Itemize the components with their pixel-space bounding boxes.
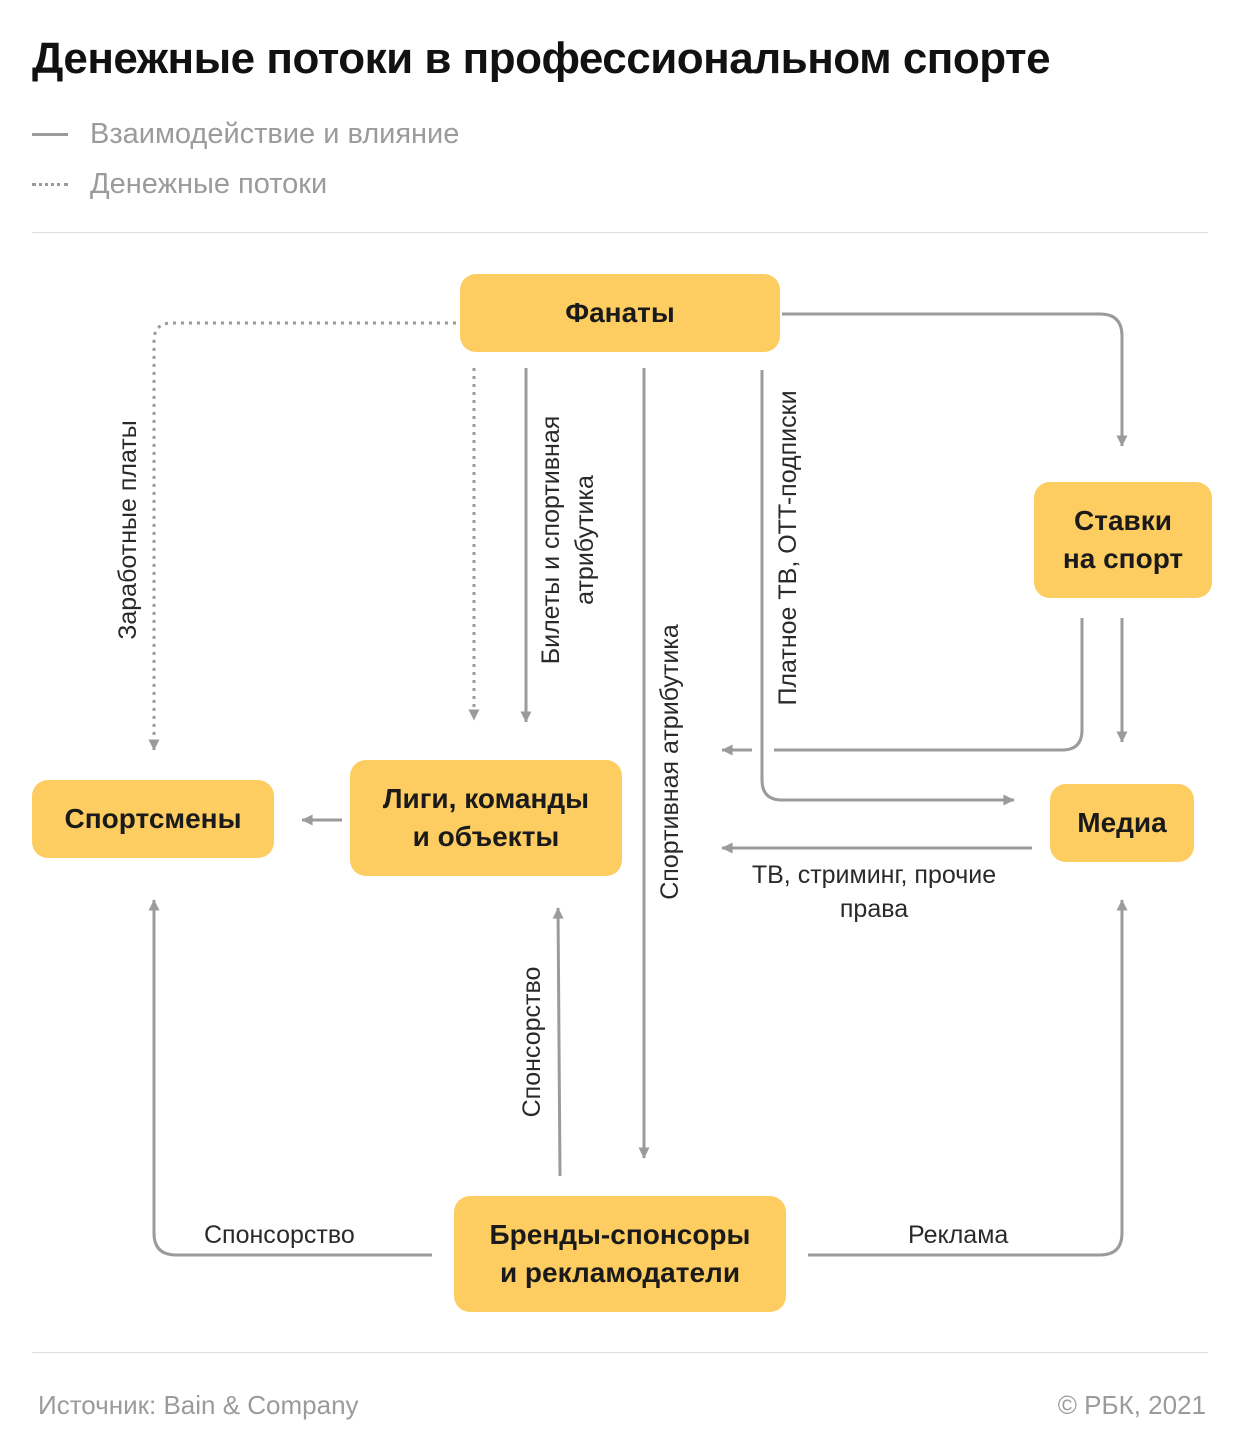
arrow-fans-media-paytv: [760, 370, 1015, 806]
node-betting: Ставки на спорт: [1034, 482, 1212, 598]
arrow-brands-leagues-sponsorship: [552, 907, 564, 1177]
legend-dotted: Денежные потоки: [32, 164, 327, 204]
node-fans: Фанаты: [460, 274, 780, 352]
legend-solid: Взаимодействие и влияние: [32, 114, 459, 154]
arrow-betting-leagues: [774, 618, 1084, 752]
label-salaries: Заработные платы: [114, 420, 142, 640]
copyright-note: © РБК, 2021: [1057, 1389, 1206, 1420]
arrow-fans-betting: [782, 312, 1128, 447]
top-divider: [32, 232, 1208, 233]
label-advertising: Реклама: [908, 1221, 1009, 1249]
legend-solid-line-icon: [32, 132, 68, 136]
node-brands: Бренды-спонсоры и рекламодатели: [454, 1196, 786, 1312]
legend-dotted-label: Денежные потоки: [90, 167, 328, 200]
label-sponsorship-leagues: Спонсорство: [518, 966, 546, 1118]
arrow-fans-athletes-salaries: [148, 321, 456, 751]
node-leagues: Лиги, команды и объекты: [350, 760, 622, 876]
legend-solid-label: Взаимодействие и влияние: [90, 117, 460, 150]
label-tv-rights: ТВ, стриминг, прочие права: [751, 861, 997, 923]
page-title: Денежные потоки в профессиональном спорт…: [32, 34, 1051, 83]
label-paytv: Платное ТВ, OTT-подписки: [774, 390, 802, 706]
legend-dotted-line-icon: [32, 182, 68, 186]
node-media: Медиа: [1050, 784, 1194, 862]
label-tickets: Билеты и спортивная атрибутика: [537, 415, 599, 665]
arrow-brands-athletes-sponsorship: [148, 899, 432, 1257]
node-athletes: Спортсмены: [32, 780, 274, 858]
arrow-brands-media-advertising: [808, 899, 1128, 1257]
label-merch: Спортивная атрибутика: [656, 624, 684, 900]
label-sponsorship-athletes: Спонсорство: [204, 1221, 355, 1249]
source-note: Источник: Bain & Company: [38, 1389, 359, 1420]
bottom-divider: [32, 1352, 1208, 1353]
